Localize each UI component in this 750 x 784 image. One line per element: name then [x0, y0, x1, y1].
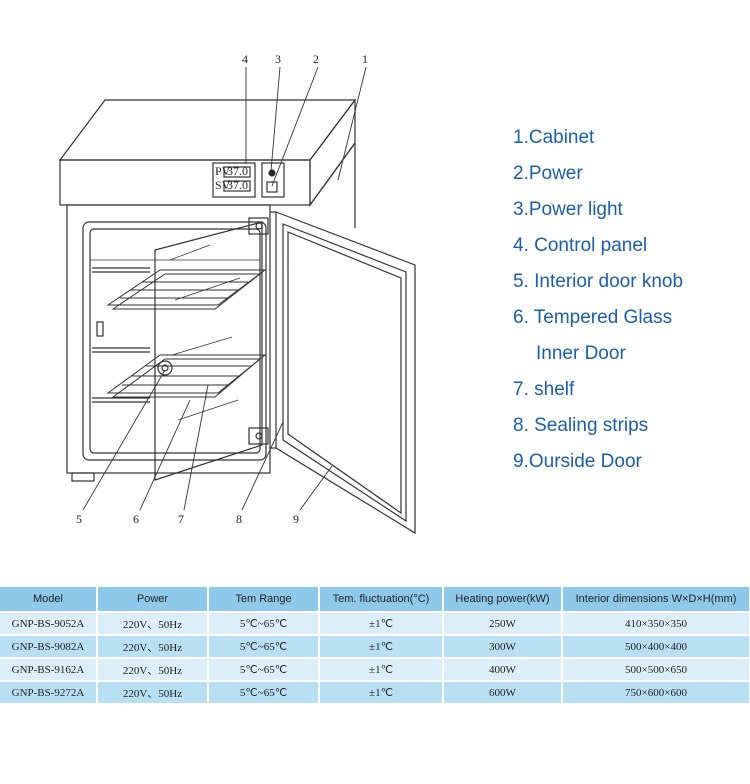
- table-cell: ±1℃: [319, 612, 444, 636]
- table-cell: 5℃~65℃: [208, 612, 320, 636]
- table-cell: 400W: [443, 658, 563, 682]
- legend-item: 6. Tempered Glass: [513, 307, 673, 328]
- legend-item: 2.Power: [513, 163, 583, 184]
- incubator-diagram: PV SV 37.0 37.0: [58, 52, 416, 535]
- table-header-row: Model Power Tem Range Tem. fluctuation(°…: [0, 587, 750, 613]
- callout-8: 8: [236, 512, 242, 526]
- callout-9: 9: [293, 512, 299, 526]
- table-cell: ±1℃: [319, 658, 444, 682]
- column-header: Tem Range: [208, 587, 320, 613]
- shelf-upper: [106, 269, 267, 310]
- legend-item: 9.Ourside Door: [513, 451, 642, 472]
- power-light-icon: [268, 169, 276, 177]
- callout-1: 1: [362, 52, 368, 66]
- table-row: GNP-BS-9272A 220V、50Hz 5℃~65℃ ±1℃ 600W 7…: [0, 681, 750, 705]
- table-cell: GNP-BS-9052A: [0, 612, 98, 636]
- cabinet-body: [66, 142, 356, 482]
- shelf-lower: [106, 354, 267, 398]
- callout-lines: [82, 66, 367, 511]
- table-cell: 5℃~65℃: [208, 681, 320, 705]
- door-knob-icon: [157, 360, 173, 376]
- table-cell: 750×600×600: [562, 681, 750, 705]
- table-cell: 500×500×650: [562, 658, 750, 682]
- table-cell: 220V、50Hz: [97, 635, 209, 659]
- callout-6: 6: [133, 512, 139, 526]
- outside-door: [270, 211, 416, 535]
- sv-label: SV: [215, 178, 231, 192]
- table-cell: 300W: [443, 635, 563, 659]
- spec-table: Model Power Tem Range Tem. fluctuation(°…: [0, 587, 750, 705]
- table-cell: 250W: [443, 612, 563, 636]
- legend-item: 4. Control panel: [513, 235, 648, 256]
- table-cell: GNP-BS-9272A: [0, 681, 98, 705]
- legend-item: Inner Door: [536, 343, 626, 364]
- parts-legend: 1.Cabinet 2.Power 3.Power light 4. Contr…: [513, 120, 743, 480]
- table-cell: 500×400×400: [562, 635, 750, 659]
- table-cell: 5℃~65℃: [208, 658, 320, 682]
- table-cell: 5℃~65℃: [208, 635, 320, 659]
- column-header: Model: [0, 587, 98, 613]
- power-switch-icon: [266, 181, 278, 193]
- cabinet-top: [58, 98, 357, 207]
- table-cell: GNP-BS-9162A: [0, 658, 98, 682]
- legend-item: 1.Cabinet: [513, 127, 595, 148]
- callout-7: 7: [178, 512, 184, 526]
- table-cell: ±1℃: [319, 635, 444, 659]
- column-header: Tem. fluctuation(°C): [319, 587, 444, 613]
- table-row: GNP-BS-9162A 220V、50Hz 5℃~65℃ ±1℃ 400W 5…: [0, 658, 750, 682]
- pv-value: 37.0: [227, 164, 248, 178]
- table-cell: 220V、50Hz: [97, 612, 209, 636]
- callout-numbers: 1 2 3 4 5 6 7 8 9: [76, 52, 368, 526]
- table-cell: GNP-BS-9082A: [0, 635, 98, 659]
- callout-5: 5: [76, 512, 82, 526]
- sv-value: 37.0: [227, 178, 248, 192]
- callout-3: 3: [275, 52, 281, 66]
- legend-item: 8. Sealing strips: [513, 415, 649, 436]
- control-panel: PV SV 37.0 37.0: [212, 162, 285, 198]
- legend-item: 7. shelf: [513, 379, 575, 400]
- column-header: Interior dimensions W×D×H(mm): [562, 587, 750, 613]
- column-header: Heating power(kW): [443, 587, 563, 613]
- table-cell: 600W: [443, 681, 563, 705]
- table-row: GNP-BS-9082A 220V、50Hz 5℃~65℃ ±1℃ 300W 5…: [0, 635, 750, 659]
- legend-item: 3.Power light: [513, 199, 623, 220]
- column-header: Power: [97, 587, 209, 613]
- table-cell: 410×350×350: [562, 612, 750, 636]
- pv-label: PV: [215, 164, 231, 178]
- callout-2: 2: [313, 52, 319, 66]
- glass-inner-door: [154, 217, 269, 481]
- table-cell: ±1℃: [319, 681, 444, 705]
- table-cell: 220V、50Hz: [97, 681, 209, 705]
- table-cell: 220V、50Hz: [97, 658, 209, 682]
- callout-4: 4: [242, 52, 248, 66]
- table-row: GNP-BS-9052A 220V、50Hz 5℃~65℃ ±1℃ 250W 4…: [0, 612, 750, 636]
- legend-item: 5. Interior door knob: [513, 271, 684, 292]
